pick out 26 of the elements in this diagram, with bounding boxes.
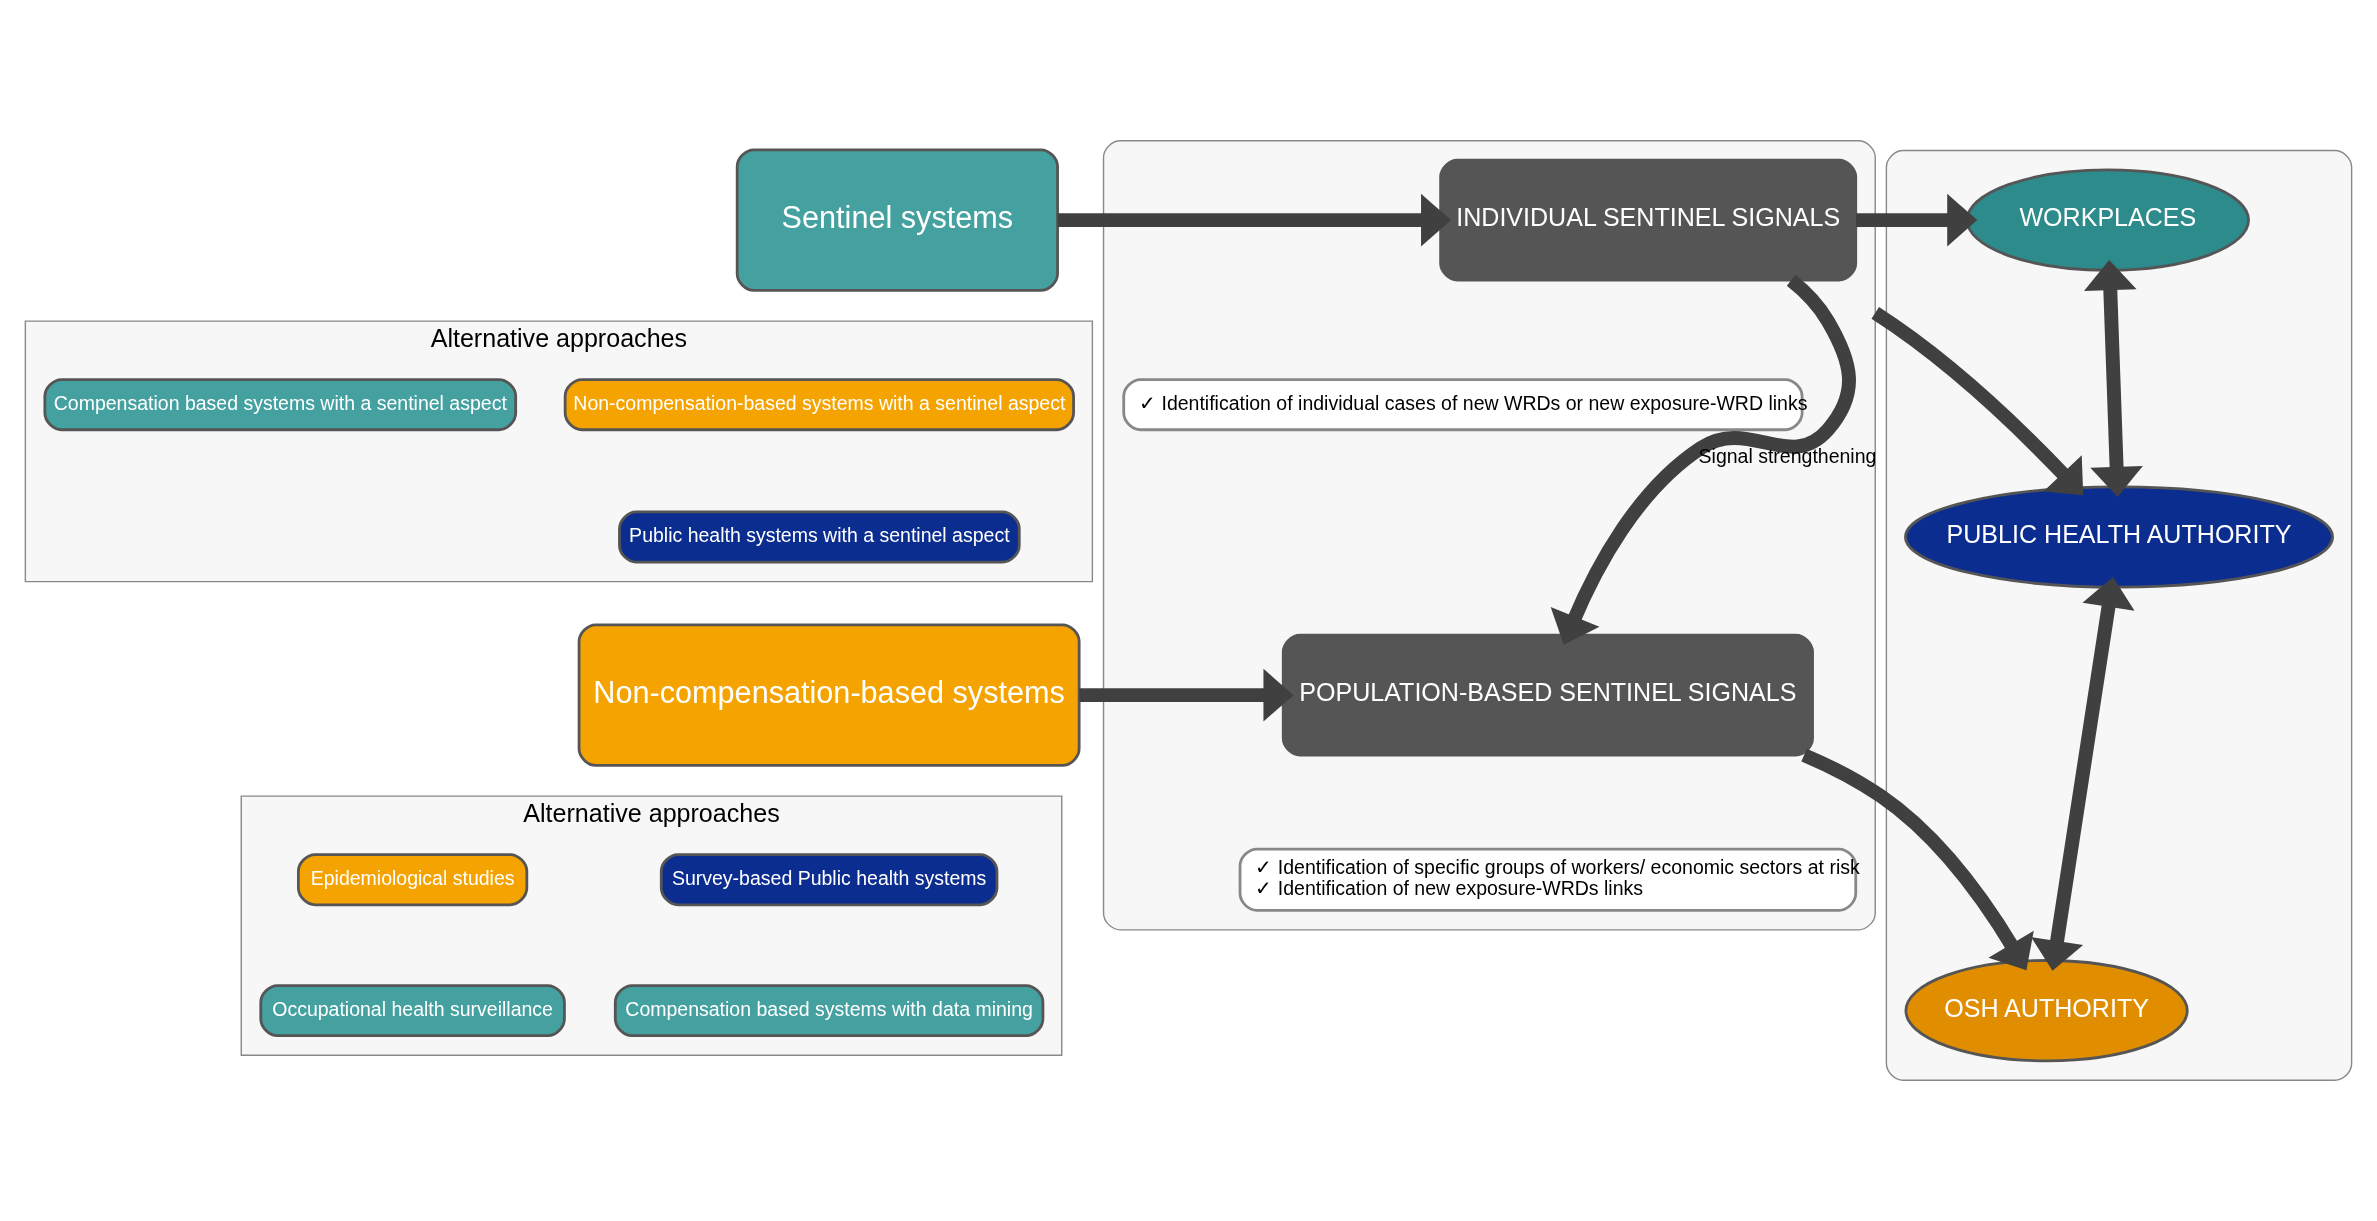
node-box: Sentinel systems: [735, 148, 1059, 292]
node-box: Compensation based systems with a sentinel aspect: [43, 378, 518, 432]
node-ellipse: PUBLIC HEALTH AUTHORITY: [1904, 485, 2334, 589]
node-box: Non-compensation-based systems with a sentinel aspect: [563, 378, 1075, 432]
node-box: Public health systems with a sentinel aspect: [618, 510, 1021, 564]
node-box: POPULATION-BASED SENTINEL SIGNALS: [1281, 633, 1814, 757]
arrow: [1057, 193, 1452, 247]
edge-label: Signal strengthening: [1698, 445, 1877, 468]
arrow: [1856, 193, 1978, 247]
arrow: [1079, 668, 1294, 722]
node-ellipse: OSH AUTHORITY: [1904, 959, 2189, 1063]
arrow: [1871, 307, 2084, 496]
node-box: Non-compensation-based systems: [577, 623, 1081, 767]
cluster: [1102, 140, 1876, 931]
node-box: INDIVIDUAL SENTINEL SIGNALS: [1439, 158, 1858, 282]
node-box: Compensation based systems with data mining: [613, 984, 1045, 1038]
node-box: Survey-based Public health systems: [659, 853, 999, 907]
node-box: Epidemiological studies: [297, 853, 529, 907]
node-box: ✓ Identification of specific groups of workers/ economic sectors at risk ✓ Identification of new exposure-WRDs links: [1238, 847, 1858, 912]
cluster: [1885, 149, 2353, 1081]
arrow: [2031, 577, 2135, 971]
arrow: [2084, 260, 2143, 497]
arrow: [1801, 748, 2034, 971]
node-ellipse: WORKPLACES: [1965, 168, 2250, 272]
arrow: [1550, 274, 1856, 645]
node-box: Occupational health surveillance: [259, 984, 566, 1038]
